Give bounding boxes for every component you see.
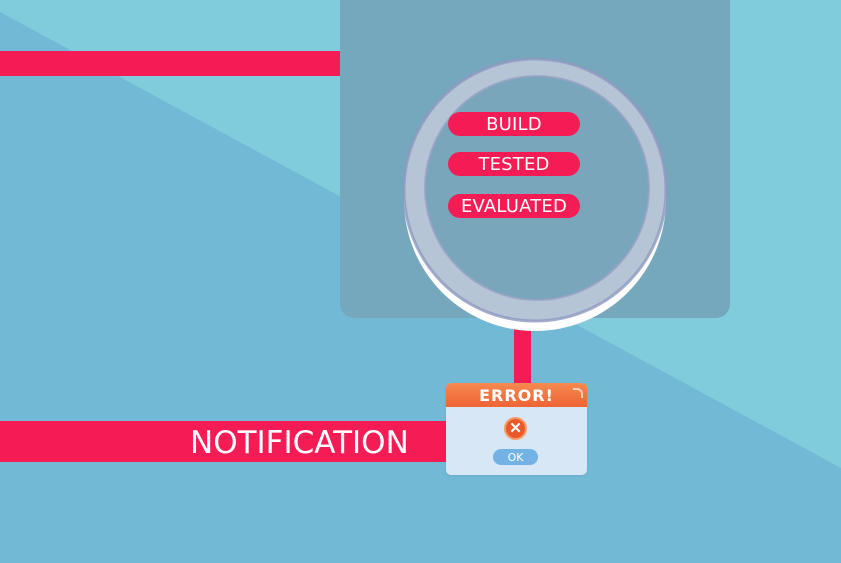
notification-label: NOTIFICATION <box>190 425 409 461</box>
stage-pill-build: BUILD <box>448 112 580 136</box>
stage-pill-evaluated: EVALUATED <box>448 194 580 218</box>
notification-bar <box>0 421 448 462</box>
titlebar-corner-decoration <box>573 388 583 398</box>
magnifier-lens <box>425 76 649 300</box>
magnifier-lens-edge <box>424 75 650 301</box>
close-icon: ✕ <box>504 417 527 440</box>
ok-button[interactable]: OK <box>493 449 538 465</box>
stage-pill-tested: TESTED <box>448 152 580 176</box>
top-red-bar <box>0 51 345 76</box>
magnifier-ring-edge <box>402 57 668 323</box>
error-dialog: ERROR! ✕ OK <box>446 383 587 475</box>
error-dialog-title: ERROR! <box>446 383 587 407</box>
